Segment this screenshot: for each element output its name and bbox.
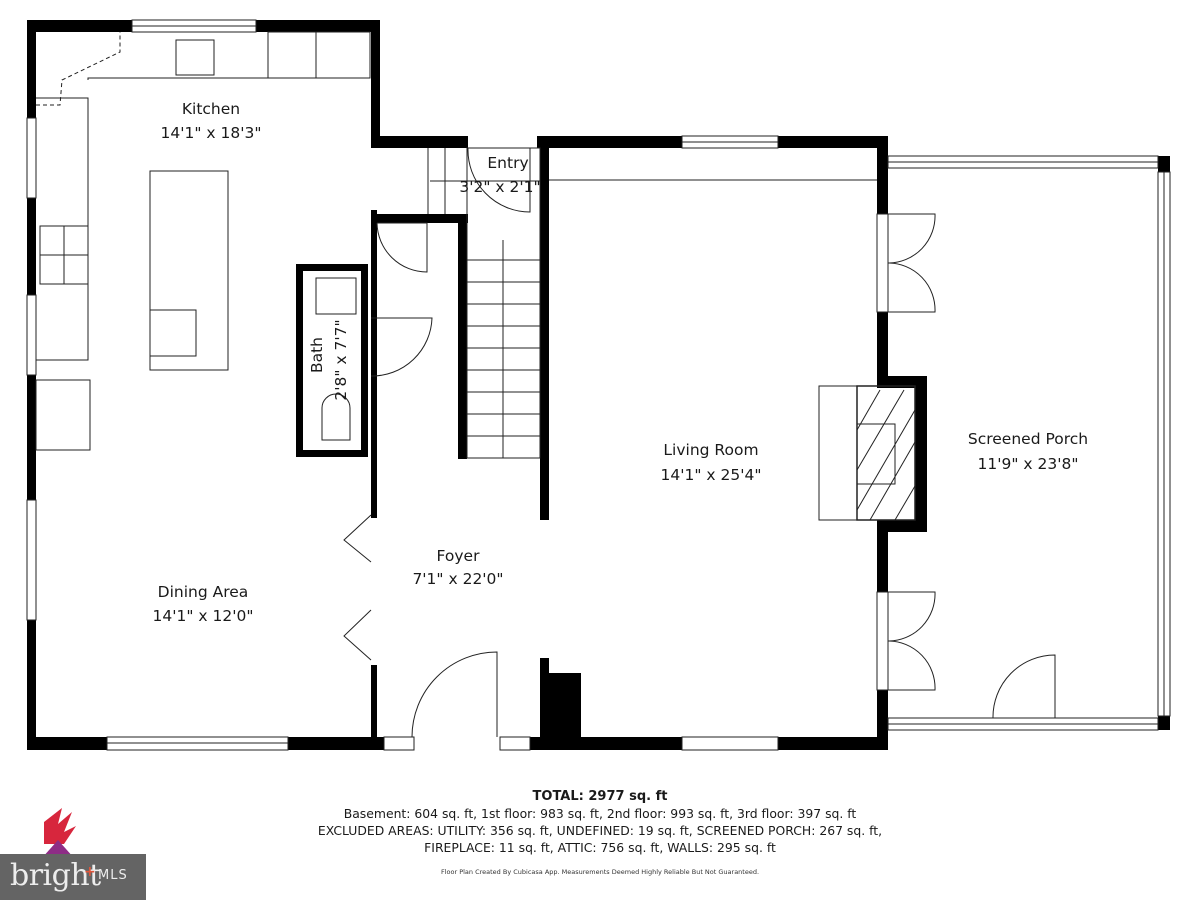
screened-porch-name: Screened Porch [968,430,1088,448]
logo-mark-icon [42,808,76,858]
room-labels: Kitchen 14'1" x 18'3" Entry 3'2" x 2'1" … [153,100,1089,625]
screened-porch-dims: 11'9" x 23'8" [978,455,1079,473]
floor-plan: Kitchen 14'1" x 18'3" Entry 3'2" x 2'1" … [26,19,1171,751]
fixtures [35,31,1056,738]
foyer-name: Foyer [437,547,481,565]
windows [26,19,1171,751]
bright-mls-logo: bright + MLS [0,802,146,900]
foyer-dims: 7'1" x 22'0" [412,570,503,588]
excluded-areas-1: EXCLUDED AREAS: UTILITY: 356 sq. ft, UND… [317,823,883,838]
walls [27,20,1170,750]
living-room-name: Living Room [663,441,758,459]
floor-areas: Basement: 604 sq. ft, 1st floor: 983 sq.… [343,806,857,821]
logo-bar: bright + MLS [0,854,146,900]
bath-name: Bath [308,337,326,373]
living-room-dims: 14'1" x 25'4" [661,466,762,484]
total-area: TOTAL: 2977 sq. ft [532,789,668,804]
kitchen-name: Kitchen [182,100,240,118]
disclaimer: Floor Plan Created By Cubicasa App. Meas… [440,868,760,876]
bath-dims: 2'8" x 7'7" [332,319,350,400]
dining-area-dims: 14'1" x 12'0" [153,607,254,625]
excluded-areas-2: FIREPLACE: 11 sq. ft, ATTIC: 756 sq. ft,… [424,840,776,855]
kitchen-dims: 14'1" x 18'3" [161,124,262,142]
entry-name: Entry [487,154,528,172]
logo-suffix: MLS [98,868,128,883]
logo-plus-icon: + [84,864,96,880]
area-summary: TOTAL: 2977 sq. ft Basement: 604 sq. ft,… [0,788,1200,876]
logo-brand: bright [10,858,101,893]
entry-dims: 3'2" x 2'1" [459,178,540,196]
dining-area-name: Dining Area [158,583,249,601]
